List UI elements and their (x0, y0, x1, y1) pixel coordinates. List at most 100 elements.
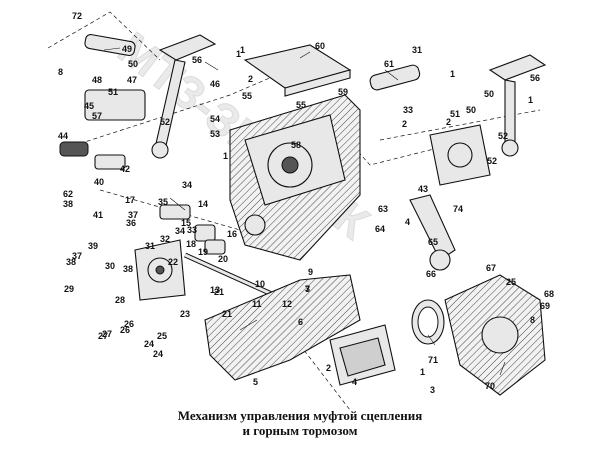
bushings-row (159, 204, 226, 255)
callout-number: 65 (428, 237, 439, 247)
callout-number: 24 (153, 349, 164, 359)
callout-number: 26 (124, 319, 135, 329)
callout-number: 56 (530, 73, 541, 83)
callout-number: 19 (198, 247, 209, 257)
callout-number: 9 (308, 267, 314, 277)
callout-number: 39 (88, 241, 99, 251)
callout-number: 13 (210, 285, 221, 295)
callout-number: 26 (120, 325, 131, 335)
caption-line-2: и горным тормозом (242, 423, 358, 438)
callout-number: 32 (160, 234, 171, 244)
callout-number: 69 (540, 301, 551, 311)
callout-number: 1 (420, 367, 426, 377)
callout-number: 2 (248, 74, 254, 84)
callout-number: 1 (223, 151, 229, 161)
callout-number: 46 (210, 79, 221, 89)
callout-number: 36 (126, 218, 137, 228)
callout-number: 17 (125, 195, 136, 205)
brake-housing-right (444, 274, 546, 396)
callout-number: 53 (210, 129, 221, 139)
callout-number: 59 (338, 87, 349, 97)
callout-number: 60 (315, 41, 326, 51)
clutch-pedal-left (151, 34, 217, 159)
callout-number: 51 (108, 87, 119, 97)
callout-number: 37 (72, 251, 83, 261)
callout-number: 1 (450, 69, 456, 79)
callout-number: 63 (378, 204, 389, 214)
callout-number: 2 (402, 119, 408, 129)
callout-number: 23 (180, 309, 191, 319)
callout-number: 10 (255, 279, 266, 289)
callout-number: 1 (240, 45, 246, 55)
callout-number: 4 (352, 377, 358, 387)
callout-number: 16 (227, 229, 238, 239)
callout-number: 72 (72, 11, 83, 21)
callout-number: 70 (485, 381, 496, 391)
callout-number: 44 (58, 131, 69, 141)
callout-number: 50 (484, 89, 495, 99)
callout-leader-lines (103, 47, 506, 376)
callout-number: 64 (375, 224, 386, 234)
callout-number: 18 (186, 239, 197, 249)
callout-number: 40 (94, 177, 105, 187)
callout-number: 3 (430, 385, 436, 395)
hydraulic-valve-block (134, 239, 186, 301)
callout-number: 8 (530, 315, 536, 325)
callout-number: 25 (506, 277, 517, 287)
seal-ring (411, 299, 445, 345)
callout-number: 8 (58, 67, 64, 77)
callout-number: 37 (128, 210, 139, 220)
callout-number: 52 (498, 131, 509, 141)
callout-number: 12 (282, 299, 293, 309)
callout-number: 43 (418, 184, 429, 194)
callout-number: 55 (242, 91, 253, 101)
caption-line-1: Механизм управления муфтой сцепления (177, 408, 423, 423)
callout-number: 61 (384, 59, 395, 69)
bottom-guard (204, 274, 361, 381)
callout-number: 66 (426, 269, 437, 279)
callout-number: 52 (487, 156, 498, 166)
callout-number: 58 (291, 140, 302, 150)
callout-number: 41 (93, 210, 104, 220)
callout-number: 20 (218, 254, 229, 264)
callout-number: 22 (168, 257, 179, 267)
callout-number: 24 (144, 339, 155, 349)
callout-number: 54 (210, 114, 221, 124)
linkage-rod (183, 252, 287, 303)
callout-number: 33 (187, 225, 198, 235)
callout-number: 31 (412, 45, 423, 55)
callout-number: 30 (105, 261, 116, 271)
callout-number: 71 (428, 355, 439, 365)
callout-number: 31 (145, 241, 156, 251)
callout-number: 4 (405, 217, 411, 227)
callout-number: 45 (84, 101, 95, 111)
callout-number: 34 (175, 226, 186, 236)
callout-number: 62 (63, 189, 74, 199)
callout-number: 21 (214, 287, 225, 297)
callout-number: 2 (326, 363, 332, 373)
callout-number: 15 (181, 218, 192, 228)
callout-number: 68 (544, 289, 555, 299)
callout-number: 21 (222, 309, 233, 319)
callout-number: 35 (158, 197, 169, 207)
callout-number: 1 (528, 95, 534, 105)
callout-number: 1 (236, 49, 242, 59)
callout-number: 38 (123, 264, 134, 274)
clutch-housing (229, 94, 361, 261)
callout-number: 25 (157, 331, 168, 341)
callout-number: 11 (252, 299, 262, 309)
callout-number: 6 (298, 317, 304, 327)
callout-number: 2 (446, 117, 452, 127)
callout-number: 34 (182, 180, 193, 190)
callout-number: 38 (63, 199, 74, 209)
cover-plate-gasket (329, 324, 396, 386)
callout-number: 51 (450, 109, 461, 119)
callout-number: 67 (486, 263, 497, 273)
callout-number: 48 (92, 75, 103, 85)
callout-number: 49 (122, 44, 133, 54)
callout-number: 52 (160, 117, 171, 127)
callout-number: 33 (403, 105, 414, 115)
lever-arm-right (409, 194, 456, 271)
